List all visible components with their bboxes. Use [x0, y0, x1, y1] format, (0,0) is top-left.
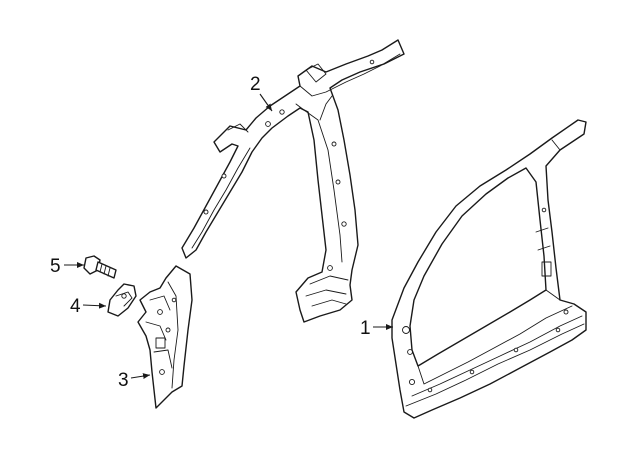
callout-label-5: 5 [50, 256, 61, 277]
part-1-side-frame [391, 119, 587, 419]
part-4-bracket [107, 283, 137, 317]
callout-leader-3 [130, 373, 151, 380]
callout-label-2: 2 [250, 74, 261, 95]
callout-5: 5 [50, 256, 84, 277]
part-5-bolt [83, 255, 117, 279]
callout-leader-4 [82, 302, 107, 309]
callout-4: 4 [70, 296, 107, 317]
callout-label-3: 3 [118, 370, 129, 391]
part-2-pillar-assembly [181, 39, 405, 323]
callout-label-4: 4 [70, 296, 81, 317]
callout-2: 2 [250, 74, 273, 112]
callout-label-1: 1 [360, 318, 371, 339]
part-3-lower-reinforcement [137, 265, 193, 409]
callout-leader-2 [259, 93, 273, 112]
callout-3: 3 [118, 370, 151, 391]
callout-1: 1 [360, 318, 393, 339]
